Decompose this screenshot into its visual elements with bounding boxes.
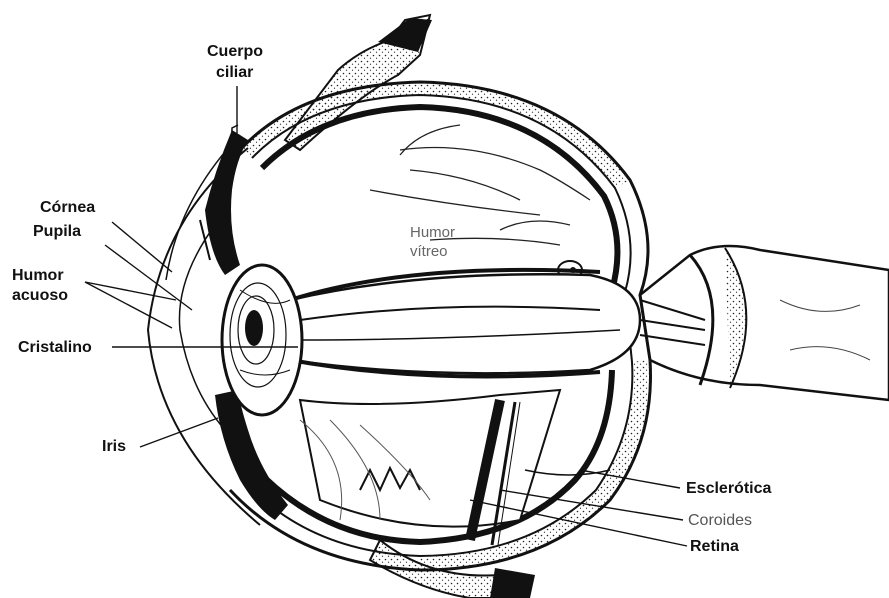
label-pupila: Pupila bbox=[33, 222, 81, 241]
label-humor-acuoso-line2: acuoso bbox=[12, 286, 68, 305]
vitreous-veins bbox=[370, 125, 590, 245]
label-cristalino: Cristalino bbox=[18, 338, 92, 357]
label-iris: Iris bbox=[102, 437, 126, 456]
label-cuerpo-ciliar-line1: Cuerpo bbox=[207, 42, 263, 61]
ciliary-body bbox=[200, 130, 248, 275]
lens-tube bbox=[290, 270, 640, 377]
label-humor-acuoso-line1: Humor bbox=[12, 266, 64, 285]
label-humor-vitreo-line2: vítreo bbox=[410, 243, 448, 261]
label-retina: Retina bbox=[690, 537, 739, 556]
optic-nerve bbox=[640, 246, 889, 400]
label-cuerpo-ciliar-line2: ciliar bbox=[216, 63, 253, 82]
label-cornea: Córnea bbox=[40, 198, 95, 217]
label-esclerotica: Esclerótica bbox=[686, 479, 771, 498]
label-coroides: Coroides bbox=[688, 511, 752, 530]
crystalline-lens bbox=[222, 265, 302, 415]
label-humor-vitreo-line1: Humor bbox=[410, 224, 455, 242]
